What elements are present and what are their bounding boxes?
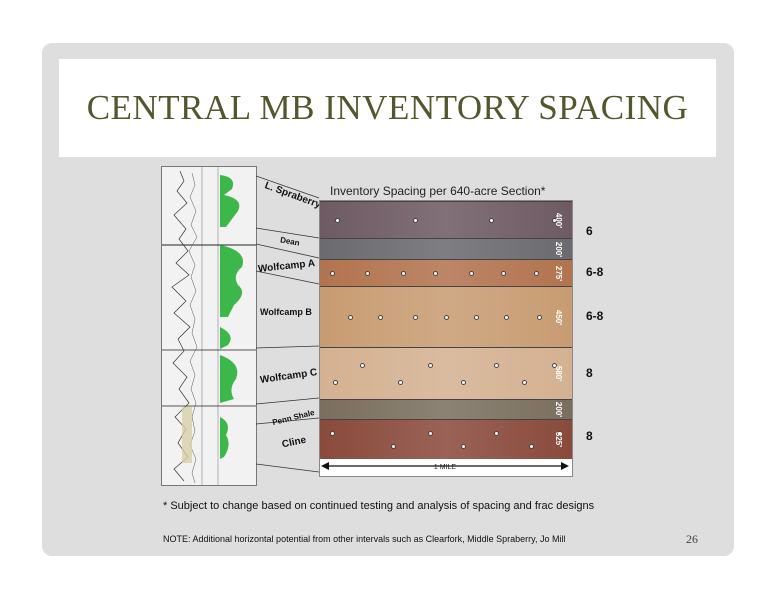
well-dot xyxy=(551,218,557,223)
footnote: * Subject to change based on continued t… xyxy=(163,500,595,512)
band-wolfcamp-a: 275' xyxy=(320,259,572,286)
well-dot xyxy=(556,430,562,436)
well-dot xyxy=(335,218,341,223)
well-count-wolfcamp-b: 6-8 xyxy=(586,309,604,323)
well-dot xyxy=(365,271,371,276)
band-thickness-label: 275' xyxy=(553,265,563,281)
band-penn-shale: 200' xyxy=(320,399,572,419)
band-thickness-label: 580' xyxy=(553,365,563,382)
well-dot xyxy=(534,271,540,276)
well-dot xyxy=(347,315,353,320)
formation-label-wolfcamp-b: Wolfcamp B xyxy=(260,307,312,317)
well-dot xyxy=(468,271,474,276)
band-thickness-label: 200' xyxy=(553,401,563,418)
formation-connector-lines xyxy=(256,175,320,473)
band-thickness-label: 400' xyxy=(553,212,563,228)
well-dot xyxy=(330,271,336,276)
well-count-l-spraberry: 6 xyxy=(586,224,593,238)
well-dot xyxy=(390,444,396,450)
well-dot xyxy=(521,380,527,386)
note-text: NOTE: Additional horizontal potential fr… xyxy=(163,534,566,544)
chart-title: Inventory Spacing per 640-acre Section* xyxy=(330,184,546,198)
band-cline: 325' xyxy=(320,419,572,459)
band-wolfcamp-b: 450' xyxy=(320,286,572,347)
well-dot xyxy=(461,380,467,386)
well-dot xyxy=(461,444,467,450)
well-count-cline: 8 xyxy=(586,429,593,443)
scale-label: 1 MILE xyxy=(433,464,457,471)
formation-label-column: L. Spraberry Shale Dean Wolfcamp A Wolfc… xyxy=(256,166,350,484)
well-log-graphic xyxy=(162,167,256,485)
scale-arrow xyxy=(321,462,569,470)
well-dot xyxy=(529,444,535,450)
spacing-band-chart: 400' 200' 275' 450' 580' 200' 325' xyxy=(319,200,573,477)
band-thickness-label: 450' xyxy=(553,309,563,325)
well-dot xyxy=(413,218,419,223)
slide-title: CENTRAL MB INVENTORY SPACING xyxy=(86,88,689,127)
scale-bar: 1 MILE xyxy=(319,458,571,476)
well-dot xyxy=(398,380,404,386)
well-dot xyxy=(428,430,434,436)
band-wolfcamp-c: 580' xyxy=(320,347,572,399)
well-dot xyxy=(501,271,507,276)
well-dot xyxy=(377,315,383,320)
well-count-wolfcamp-c: 8 xyxy=(586,366,593,380)
well-dot xyxy=(551,362,557,368)
well-dot xyxy=(330,430,336,436)
band-dean: 200' xyxy=(320,238,572,259)
well-log-image xyxy=(161,166,257,486)
page-number: 26 xyxy=(686,532,698,546)
band-thickness-label: 200' xyxy=(553,241,563,257)
well-dot xyxy=(536,315,542,320)
well-dot xyxy=(493,362,499,368)
well-dot xyxy=(473,315,479,320)
band-l-spraberry-shale: 400' xyxy=(320,201,572,238)
well-dot xyxy=(443,315,449,320)
well-dot xyxy=(433,271,439,276)
well-count-wolfcamp-a: 6-8 xyxy=(586,265,604,279)
title-box: CENTRAL MB INVENTORY SPACING xyxy=(59,59,716,157)
well-dot xyxy=(400,271,406,276)
well-dot xyxy=(488,218,494,223)
well-dot xyxy=(493,430,499,436)
well-dot xyxy=(360,362,366,368)
band-thickness-label: 325' xyxy=(553,431,563,448)
well-dot xyxy=(332,380,338,386)
well-dot xyxy=(428,362,434,368)
well-dot xyxy=(503,315,509,320)
well-dot xyxy=(413,315,419,320)
